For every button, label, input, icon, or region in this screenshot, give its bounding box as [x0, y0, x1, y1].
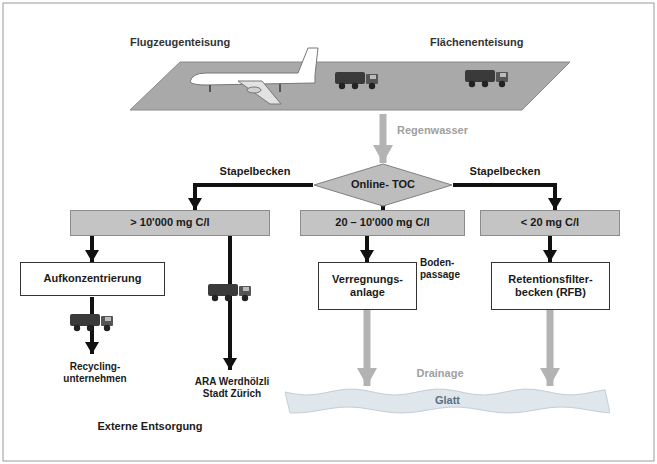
range-box: > 10'000 mg C/l	[70, 210, 270, 236]
apron-illustration	[130, 22, 570, 114]
edge-label: Stapelbecken	[218, 165, 293, 178]
frame	[3, 3, 654, 461]
decision-diamond: Online- TOC	[313, 163, 453, 207]
note-label: Boden- passage	[420, 257, 474, 281]
diamond-shape	[314, 164, 452, 206]
box-text: Aufkonzentrierung	[38, 272, 148, 285]
edge-label: Stapelbecken	[468, 165, 543, 178]
flow-arrow	[548, 236, 552, 262]
note-label: Recycling- unternehmen	[50, 361, 140, 385]
process-box: Verregnungs- anlage	[318, 262, 417, 310]
truck-icon	[208, 284, 251, 301]
box-text: < 20 mg C/l	[515, 216, 585, 229]
truck-icon	[70, 314, 113, 331]
flow-arrow	[380, 114, 387, 163]
river-band: Glatt	[285, 386, 610, 416]
disposal-arrow	[228, 236, 232, 370]
group-caption: Externe Entsorgung	[80, 420, 220, 433]
flow-arrow	[90, 236, 94, 262]
flow-arrow	[195, 185, 313, 210]
area-heading: Flugzeugenteisung	[130, 36, 230, 48]
process-box: Aufkonzentrierung	[20, 262, 165, 296]
note-label: ARA Werdhölzli Stadt Zürich	[182, 376, 282, 400]
river-shape	[285, 389, 610, 413]
range-box: < 20 mg C/l	[480, 210, 620, 236]
process-box: Retentionsfilter- becken (RFB)	[491, 262, 610, 310]
flow-arrow	[453, 185, 555, 210]
box-text: > 10'000 mg C/l	[124, 216, 215, 229]
box-text: Retentionsfilter- becken (RFB)	[492, 273, 609, 299]
river-name: Glatt	[429, 394, 466, 407]
flow-arrow	[364, 310, 371, 386]
edge-label: Regenwasser	[395, 124, 470, 137]
box-text: 20 – 10'000 mg C/l	[329, 216, 435, 229]
box-text: Online- TOC	[345, 178, 421, 191]
flow-arrow	[365, 236, 369, 262]
aircraft-and-trucks	[130, 48, 570, 110]
box-text: Verregnungs- anlage	[319, 273, 416, 299]
range-box: 20 – 10'000 mg C/l	[300, 210, 465, 236]
edge-label: Drainage	[414, 367, 465, 380]
flow-arrow	[547, 310, 554, 386]
apron-area: Flugzeugenteisung Flächenenteisung	[130, 22, 570, 114]
area-heading: Flächenenteisung	[430, 36, 524, 48]
